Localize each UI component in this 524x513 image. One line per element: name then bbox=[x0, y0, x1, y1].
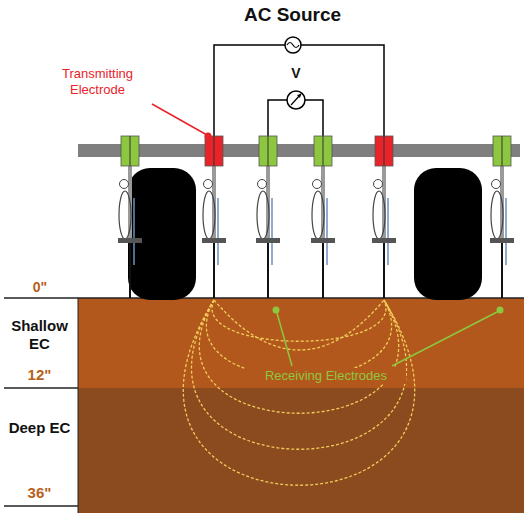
left-column bbox=[0, 298, 524, 513]
current-line bbox=[191, 300, 406, 449]
callout-label: Transmitting Electrode bbox=[40, 66, 155, 97]
current-line bbox=[214, 300, 384, 350]
leader-line bbox=[277, 313, 292, 366]
deep-soil bbox=[78, 388, 524, 513]
voltmeter-symbol bbox=[287, 91, 305, 109]
wheel bbox=[128, 168, 196, 300]
tool-bar bbox=[78, 144, 520, 157]
depth-line bbox=[4, 505, 78, 507]
current-line bbox=[199, 300, 398, 413]
voltmeter-symbol bbox=[291, 94, 301, 105]
wire bbox=[301, 45, 384, 140]
electrode-shanks bbox=[118, 136, 514, 298]
depth-band-cell: Shallow EC 12" bbox=[2, 299, 77, 387]
source-label: AC Source bbox=[230, 4, 355, 27]
depth-line bbox=[4, 387, 78, 389]
current-line bbox=[206, 300, 391, 377]
voltmeter-symbol bbox=[297, 94, 301, 98]
wire bbox=[305, 100, 323, 140]
depth-label: 12" bbox=[28, 366, 52, 384]
electrode bbox=[311, 136, 335, 298]
ac-source-symbol bbox=[285, 37, 301, 53]
electrode bbox=[202, 136, 226, 298]
electrode bbox=[490, 136, 514, 298]
shallow-soil bbox=[78, 298, 524, 388]
electrode bbox=[256, 136, 280, 298]
leader-dot bbox=[497, 307, 504, 314]
ac-source-symbol bbox=[287, 43, 299, 48]
leader-dot bbox=[205, 133, 212, 140]
electrode bbox=[118, 136, 142, 298]
meter-label: V bbox=[286, 65, 306, 82]
leader-dot bbox=[273, 307, 280, 314]
depth-band-cell: Deep EC 36" bbox=[2, 389, 77, 505]
current-line bbox=[212, 300, 386, 341]
current-line bbox=[183, 300, 414, 485]
wheel bbox=[414, 168, 482, 300]
depth-label: 0" bbox=[12, 279, 68, 296]
wire bbox=[268, 100, 287, 140]
current-lines bbox=[183, 300, 414, 485]
column-border bbox=[78, 298, 79, 513]
band-name: Deep EC bbox=[9, 419, 71, 437]
band-name: Shallow EC bbox=[4, 317, 75, 353]
electrode bbox=[372, 136, 396, 298]
callout-label: Receiving Electrodes bbox=[246, 368, 406, 384]
depth-label: 36" bbox=[28, 484, 52, 502]
leader-line bbox=[152, 104, 207, 135]
leader-line bbox=[392, 312, 497, 366]
wire bbox=[214, 45, 285, 140]
